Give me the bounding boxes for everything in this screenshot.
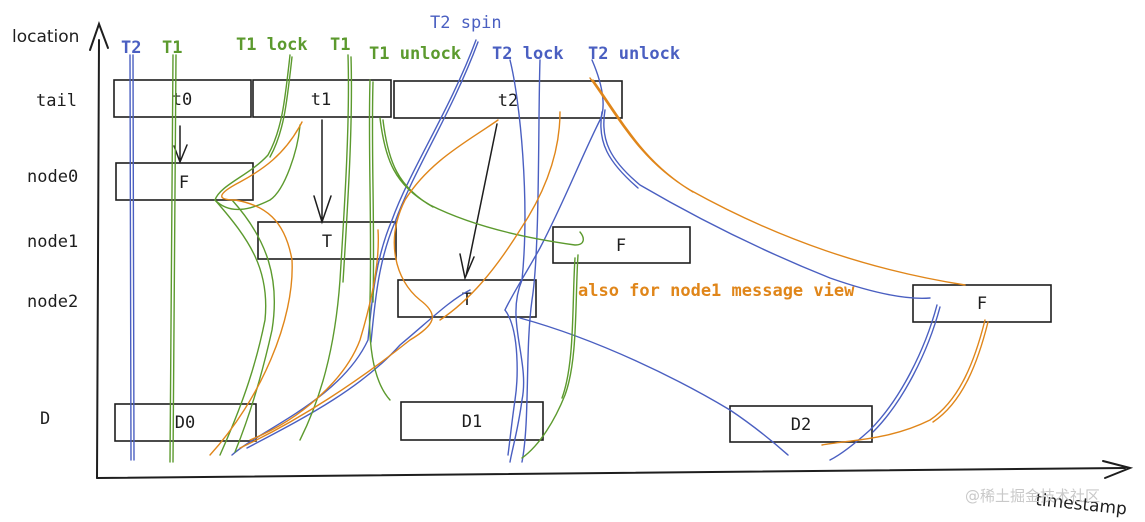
timeline-label-t1-start: T1: [162, 38, 182, 58]
row-labels: tail node0 node1 node2 D: [27, 91, 78, 429]
box-t0: [113, 79, 252, 118]
x-axis-line: [96, 467, 1126, 479]
box-node1-t: [257, 221, 397, 260]
box-labels: t0 t1 t2 F T F T F D0 D1 D2: [172, 90, 987, 435]
box-d2: [729, 405, 873, 443]
row-label-node1: node1: [27, 232, 78, 252]
box-node0-f-label: F: [179, 173, 189, 193]
boxes: [113, 79, 1052, 443]
blue-line-t2-lock: [509, 59, 541, 463]
blue-line-t2-lock-to-d1: [504, 309, 518, 456]
blue-line-t2-start: [129, 54, 135, 461]
row-label-d: D: [40, 409, 50, 429]
box-d0: [114, 403, 257, 442]
blue-line-t2-unlock-long: [600, 109, 931, 300]
box-d1-label: D1: [462, 412, 482, 432]
orange-line-node2f-to-d2: [821, 319, 989, 446]
box-node2-f-label: F: [977, 294, 987, 314]
row-label-node2: node2: [27, 292, 78, 312]
timeline-labels: T2 T1 T1 lock T1 T1 unlock T2 spin T2 lo…: [121, 13, 680, 64]
watermark: @稀土掘金技术社区: [965, 487, 1100, 505]
box-d2-label: D2: [791, 415, 811, 435]
blue-line-node2f-to-d2: [829, 304, 941, 461]
row-label-node0: node0: [27, 167, 78, 187]
y-axis-line: [96, 39, 100, 479]
orange-line-t2-to-d0: [239, 119, 499, 449]
box-node2-f: [912, 284, 1052, 323]
green-threads: [169, 54, 584, 463]
box-node0-f: [115, 162, 254, 201]
box-t2-label: t2: [498, 91, 518, 111]
timeline-label-t1-unlock: T1 unlock: [369, 44, 461, 64]
box-d0-label: D0: [175, 413, 195, 433]
timeline-label-t2-start: T2: [121, 38, 141, 58]
arrow-t2-to-node2: [459, 123, 498, 281]
box-node2-t: [397, 279, 537, 318]
green-line-t1-unlock: [368, 79, 391, 401]
box-node2-t-label: T: [462, 290, 472, 310]
timeline-label-t2-spin: T2 spin: [430, 13, 502, 33]
pointer-arrows: [173, 119, 498, 281]
blue-line-t2-spin-back: [246, 289, 471, 449]
orange-threads: [209, 77, 989, 456]
orange-line-t2-to-node1: [439, 111, 561, 321]
x-axis-arrowhead: [1102, 460, 1134, 479]
arrow-t1-to-node1: [313, 119, 332, 225]
orange-line-t1-to-node1: [249, 229, 380, 441]
box-t2: [393, 80, 623, 119]
box-node1-f: [552, 226, 691, 264]
orange-line-t2-unlock-long: [589, 77, 966, 286]
axes: [89, 21, 1134, 479]
timeline-label-t2-unlock: T2 unlock: [588, 44, 680, 64]
y-axis-label: location: [12, 27, 79, 47]
row-label-tail: tail: [36, 91, 77, 111]
y-axis-arrowhead: [89, 21, 109, 51]
box-t0-label: t0: [172, 90, 192, 110]
green-line-t1-lock: [214, 54, 301, 211]
orange-line-t1-to-node0: [209, 121, 303, 456]
annotation-node1-message-view: also for node1 message view: [578, 281, 855, 301]
blue-line-node2-to-d2: [519, 317, 789, 456]
box-t1: [252, 79, 392, 118]
box-node1-t-label: T: [322, 232, 332, 252]
box-t1-label: t1: [311, 90, 331, 110]
green-line-t1-start: [169, 54, 177, 463]
blue-line-t2-unlock: [504, 59, 604, 311]
green-line-t1-unlock-to-node1: [379, 117, 584, 246]
green-line-t1-lock-down: [214, 199, 275, 456]
green-line-t1-mid: [299, 54, 353, 441]
blue-line-t2-spin: [231, 39, 479, 456]
arrow-t0-to-node0: [173, 125, 188, 165]
timeline-label-t1-mid: T1: [330, 35, 350, 55]
green-line-node1-to-d1: [521, 254, 579, 459]
timeline-label-t1-lock: T1 lock: [236, 35, 308, 55]
box-d1: [400, 401, 544, 441]
timeline-label-t2-lock: T2 lock: [492, 44, 564, 64]
box-node1-f-label: F: [616, 236, 626, 256]
